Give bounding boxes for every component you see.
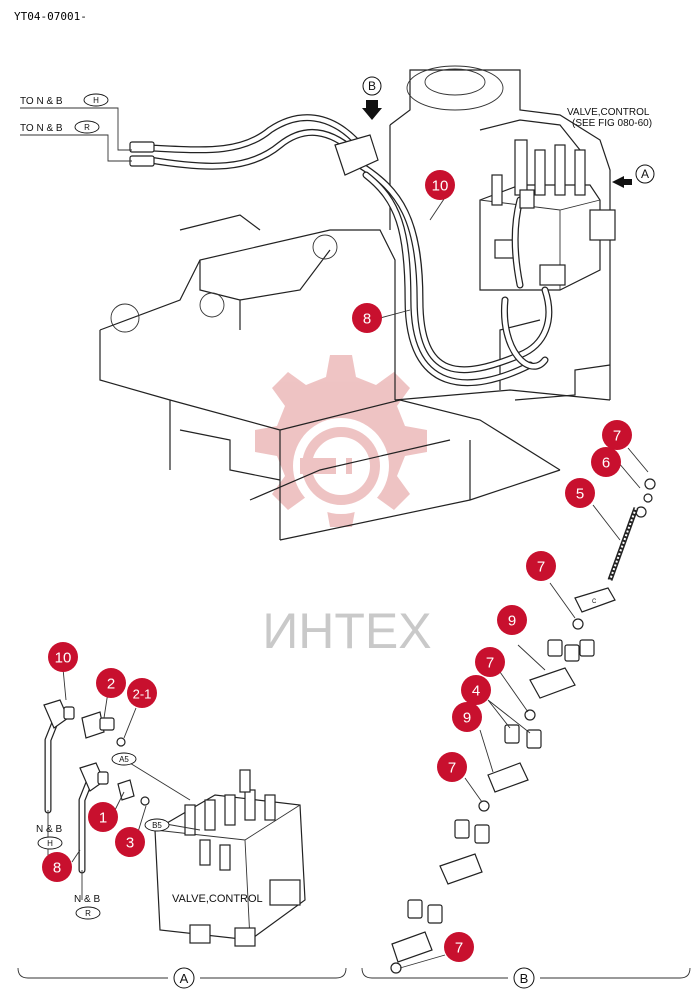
callout-7-e[interactable]: 7 [444, 932, 474, 962]
section-b-label: B [520, 971, 529, 986]
section-b-tag-icon [513, 967, 535, 989]
svg-text:7: 7 [613, 428, 621, 445]
svg-text:4: 4 [472, 683, 480, 700]
callout-8-detail[interactable]: 8 [42, 852, 72, 882]
view-b-arrow: B [362, 76, 382, 120]
callout-2[interactable]: 2 [96, 668, 126, 698]
svg-text:3: 3 [126, 835, 134, 852]
nb-h-tag-icon [37, 836, 63, 850]
to-nb-r-label: TO N & B [20, 123, 63, 134]
nb-r-tag-icon [75, 906, 101, 920]
svg-text:2: 2 [107, 676, 115, 693]
detail-a-drawing [43, 657, 306, 947]
svg-text:9: 9 [463, 710, 471, 727]
callout-7-d[interactable]: 7 [437, 752, 467, 782]
valve-control-top-ref: (SEE FIG 080-60) [572, 118, 652, 129]
svg-text:7: 7 [455, 940, 463, 957]
port-b5-tag-icon [144, 818, 170, 832]
callout-9-a[interactable]: 9 [497, 605, 527, 635]
to-nb-h-tag-icon [83, 93, 109, 107]
callout-7-b[interactable]: 7 [526, 551, 556, 581]
port-a5-label: A5 [119, 755, 129, 764]
callout-10-top[interactable]: 10 [425, 170, 455, 200]
watermark-text: ИНТЕХ [262, 603, 431, 659]
callout-3[interactable]: 3 [115, 827, 145, 857]
valve-control-top-label: VALVE,CONTROL [567, 107, 650, 118]
callout-6[interactable]: 6 [591, 447, 621, 477]
view-a-arrow: A [612, 164, 655, 188]
callout-2-1[interactable]: 2-1 [127, 678, 157, 708]
nb-r-label: N & B [74, 894, 100, 905]
svg-text:C: C [592, 599, 597, 605]
callout-10-detail[interactable]: 10 [48, 642, 78, 672]
callout-9-b[interactable]: 9 [452, 702, 482, 732]
nb-r-tag: R [85, 909, 91, 918]
port-a5-tag-icon [111, 752, 137, 766]
clamp-parts-b: C [390, 447, 656, 974]
svg-text:2-1: 2-1 [133, 687, 152, 702]
machine-frame-drawing [99, 65, 611, 541]
svg-text:7: 7 [537, 559, 545, 576]
port-b5-label: B5 [152, 821, 162, 830]
callout-5[interactable]: 5 [565, 478, 595, 508]
svg-text:9: 9 [508, 613, 516, 630]
callout-7-a[interactable]: 7 [602, 420, 632, 450]
svg-text:7: 7 [486, 655, 494, 672]
svg-text:10: 10 [55, 650, 72, 667]
valve-control-detail-label: VALVE,CONTROL [172, 893, 263, 905]
to-nb-r-tag-icon [74, 120, 100, 134]
svg-text:1: 1 [99, 810, 107, 827]
section-a-label: A [180, 971, 189, 986]
svg-text:8: 8 [363, 311, 371, 328]
section-a-bracket [17, 967, 347, 979]
to-nb-h-tag: H [93, 96, 99, 105]
svg-text:10: 10 [432, 178, 449, 195]
callout-1[interactable]: 1 [88, 802, 118, 832]
svg-text:6: 6 [602, 455, 610, 472]
callout-8-top[interactable]: 8 [352, 303, 382, 333]
nb-h-tag: H [47, 839, 53, 848]
callout-7-c[interactable]: 7 [475, 647, 505, 677]
valve-control-top [479, 139, 616, 291]
svg-text:8: 8 [53, 860, 61, 877]
doc-code: YT04-07001- [14, 10, 87, 23]
section-a-tag-icon [173, 967, 195, 989]
watermark-gear-icon [255, 355, 427, 527]
view-b-label: B [368, 79, 376, 93]
to-nb-h-label: TO N & B [20, 96, 63, 107]
svg-text:7: 7 [448, 760, 456, 777]
section-b-bracket [361, 967, 691, 979]
view-a-label: A [641, 167, 649, 181]
hose-assembly-top [129, 114, 553, 387]
nb-h-label: N & B [36, 824, 62, 835]
svg-text:5: 5 [576, 486, 584, 503]
to-nb-r-tag: R [84, 123, 90, 132]
callout-4[interactable]: 4 [461, 675, 491, 705]
